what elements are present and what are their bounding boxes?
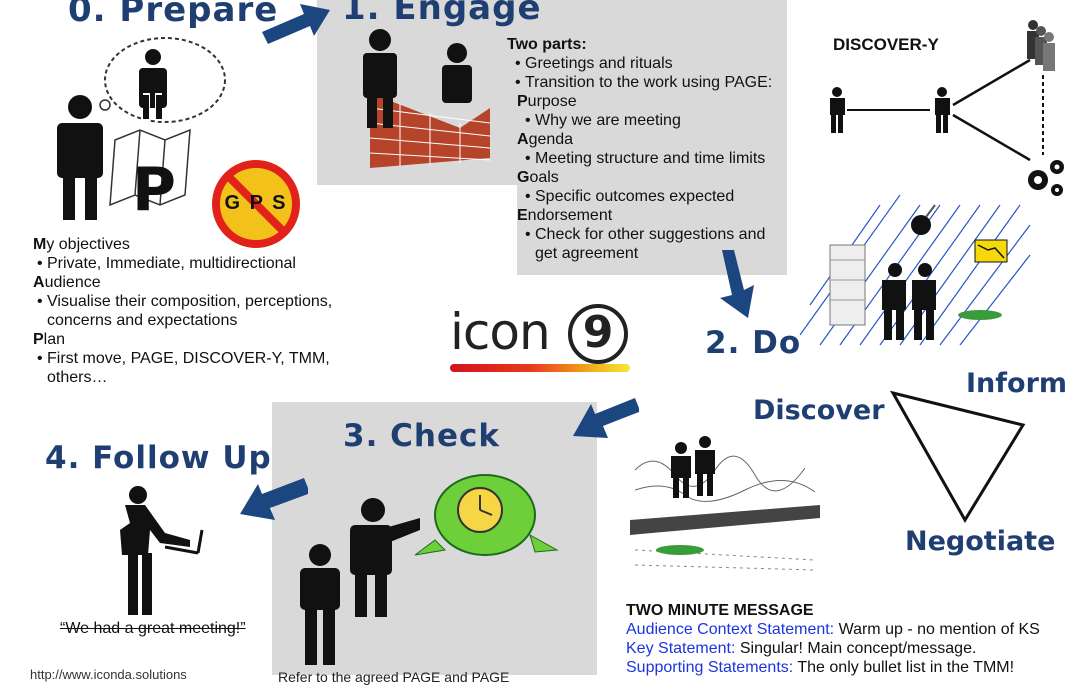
page-item: Goals bbox=[517, 169, 559, 186]
tmm-block: TWO MINUTE MESSAGE Audience Context Stat… bbox=[626, 601, 1076, 677]
crocodile-icon bbox=[958, 310, 1002, 320]
page-item-detail: Specific outcomes expected bbox=[521, 187, 787, 206]
do-title: 2. Do bbox=[705, 325, 802, 361]
two-people-icon bbox=[671, 436, 715, 498]
page-item-detail: Check for other suggestions and get agre… bbox=[521, 225, 775, 263]
bomb-icon bbox=[911, 204, 936, 235]
person-left-icon bbox=[363, 29, 397, 128]
prepare-list: My objectives Private, Immediate, multid… bbox=[33, 235, 333, 387]
tmm-title: TWO MINUTE MESSAGE bbox=[626, 602, 814, 619]
engage-bullet: Transition to the work using PAGE: bbox=[511, 73, 787, 92]
tmm-line: Key Statement: Singular! Main concept/me… bbox=[626, 640, 977, 657]
two-people-icon bbox=[882, 263, 936, 340]
engage-text: Two parts: Greetings and rituals Transit… bbox=[507, 35, 787, 263]
person-letter: P bbox=[132, 155, 176, 225]
negotiate-bridge-illustration bbox=[630, 436, 820, 575]
engage-title: 1. Engage bbox=[342, 0, 542, 28]
group-people-icon bbox=[1027, 20, 1055, 71]
follow-up-quote: “We had a great meeting!” bbox=[60, 620, 246, 637]
engage-intro: Two parts: bbox=[507, 36, 587, 53]
planner-person-icon bbox=[57, 95, 103, 220]
arrow-prepare-to-engage-icon bbox=[262, 4, 330, 44]
map-icon bbox=[109, 128, 191, 207]
logo-number-circle bbox=[568, 304, 628, 364]
gears-icon bbox=[1028, 160, 1064, 196]
paper-stack-icon bbox=[829, 244, 866, 326]
page-item: Agenda bbox=[517, 131, 574, 148]
prepare-item-detail: First move, PAGE, DISCOVER-Y, TMM, other… bbox=[33, 349, 333, 387]
triangle-diagram bbox=[889, 390, 1026, 523]
clock-monster-icon bbox=[414, 474, 559, 556]
icon9-logo: icon 9 bbox=[450, 302, 630, 377]
prepare-title: 0. Prepare bbox=[68, 0, 279, 30]
tmm-line: Supporting Statements: The only bullet l… bbox=[626, 659, 1015, 676]
person-icon bbox=[300, 544, 340, 665]
follow-up-title: 4. Follow Up bbox=[45, 440, 272, 476]
prepare-item: Plan bbox=[33, 331, 66, 348]
page-item: Purpose bbox=[517, 93, 577, 110]
discover-y-diagram bbox=[830, 20, 1064, 196]
logo-underline bbox=[450, 364, 630, 372]
no-gps-sign-icon bbox=[212, 160, 300, 248]
engage-illustration bbox=[363, 29, 491, 168]
check-illustration bbox=[300, 474, 559, 665]
engage-bullet: Greetings and rituals bbox=[511, 54, 787, 73]
person-icon bbox=[935, 87, 950, 133]
check-title: 3. Check bbox=[343, 418, 500, 454]
person-icon bbox=[830, 87, 845, 133]
audience-person-icon bbox=[139, 49, 167, 121]
chart-icon bbox=[974, 239, 1008, 263]
follow-up-illustration bbox=[120, 486, 204, 615]
triangle-negotiate: Negotiate bbox=[905, 526, 1056, 557]
prepare-item: My objectives bbox=[33, 236, 130, 253]
triangle-inform: Inform bbox=[966, 368, 1068, 399]
check-footer: Refer to the agreed PAGE and PAGE bbox=[278, 669, 510, 685]
arrow-engage-to-do-icon bbox=[720, 250, 754, 318]
arrow-check-to-follow-up-icon bbox=[240, 478, 308, 520]
do-chaos-illustration bbox=[799, 194, 1031, 346]
prepare-illustration bbox=[57, 37, 226, 220]
pointing-person-icon bbox=[350, 498, 420, 617]
prepare-item-detail: Private, Immediate, multidirectional bbox=[33, 254, 333, 273]
person-right-icon bbox=[442, 43, 472, 103]
prepare-item: Audience bbox=[33, 274, 101, 291]
typing-person-icon bbox=[120, 486, 204, 615]
triangle-discover: Discover bbox=[753, 395, 885, 426]
page-item-detail: Why we are meeting bbox=[521, 111, 787, 130]
gps-text: G P S bbox=[224, 192, 288, 214]
page-item: Endorsement bbox=[517, 207, 613, 224]
crocodile-icon bbox=[656, 545, 704, 555]
logo-text: icon bbox=[450, 303, 551, 361]
arrow-do-to-check-icon bbox=[573, 398, 639, 438]
logo-number: 9 bbox=[582, 307, 614, 358]
page-item-detail: Meeting structure and time limits bbox=[521, 149, 787, 168]
tmm-line: Audience Context Statement: Warm up - no… bbox=[626, 621, 1040, 638]
discover-y-title: DISCOVER-Y bbox=[833, 35, 939, 54]
prepare-item-detail: Visualise their composition, perceptions… bbox=[33, 292, 333, 330]
